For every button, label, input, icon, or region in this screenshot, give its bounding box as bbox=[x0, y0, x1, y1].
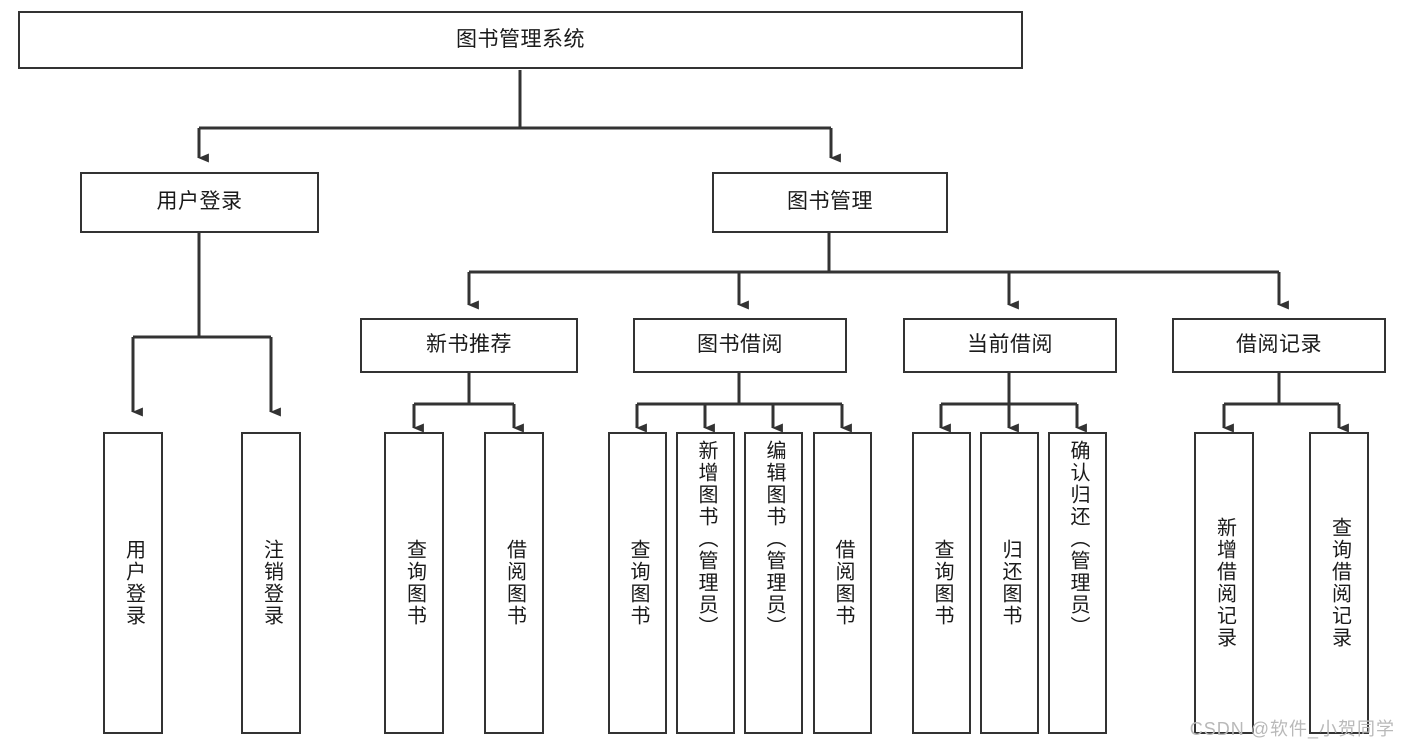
leaf-user-login-logout[interactable]: 注销登录 bbox=[241, 432, 301, 734]
leaf-user-login-login[interactable]: 用户登录 bbox=[103, 432, 163, 734]
node-borrow-record-label: 借阅记录 bbox=[1236, 333, 1322, 357]
leaf-book-borrow-add[interactable]: 新增图书（管理员） bbox=[676, 432, 735, 734]
leaf-borrow-record-add[interactable]: 新增借阅记录 bbox=[1194, 432, 1254, 734]
node-book-management[interactable]: 图书管理 bbox=[712, 172, 948, 233]
leaf-new-book-borrow[interactable]: 借阅图书 bbox=[484, 432, 544, 734]
leaf-label: 用户登录 bbox=[122, 539, 145, 627]
leaf-label: 新增借阅记录 bbox=[1213, 517, 1236, 649]
node-book-borrow-label: 图书借阅 bbox=[697, 333, 783, 357]
watermark-text: CSDN @软件_小贺同学 bbox=[1189, 719, 1395, 739]
node-new-book-recommend-label: 新书推荐 bbox=[426, 333, 512, 357]
leaf-label: 查询图书 bbox=[931, 539, 953, 627]
node-book-management-label: 图书管理 bbox=[787, 190, 873, 214]
node-root[interactable]: 图书管理系统 bbox=[18, 11, 1023, 69]
node-user-login-label: 用户登录 bbox=[156, 190, 243, 214]
node-book-borrow[interactable]: 图书借阅 bbox=[633, 318, 847, 373]
leaf-label: 借阅图书 bbox=[503, 539, 526, 627]
node-borrow-record[interactable]: 借阅记录 bbox=[1172, 318, 1386, 373]
node-new-book-recommend[interactable]: 新书推荐 bbox=[360, 318, 578, 373]
leaf-book-borrow-borrow[interactable]: 借阅图书 bbox=[813, 432, 872, 734]
leaf-current-borrow-return[interactable]: 归还图书 bbox=[980, 432, 1039, 734]
leaf-label: 借阅图书 bbox=[832, 539, 854, 627]
leaf-new-book-query[interactable]: 查询图书 bbox=[384, 432, 444, 734]
leaf-label: 确认归还（管理员） bbox=[1067, 440, 1089, 638]
leaf-book-borrow-edit[interactable]: 编辑图书（管理员） bbox=[744, 432, 803, 734]
leaf-label: 注销登录 bbox=[260, 539, 283, 627]
leaf-borrow-record-query[interactable]: 查询借阅记录 bbox=[1309, 432, 1369, 734]
leaf-current-borrow-confirm[interactable]: 确认归还（管理员） bbox=[1048, 432, 1107, 734]
leaf-current-borrow-query[interactable]: 查询图书 bbox=[912, 432, 971, 734]
leaf-label: 查询图书 bbox=[627, 539, 649, 627]
leaf-label: 编辑图书（管理员） bbox=[763, 440, 785, 638]
node-current-borrow[interactable]: 当前借阅 bbox=[903, 318, 1117, 373]
leaf-label: 查询图书 bbox=[403, 539, 426, 627]
leaf-label: 查询借阅记录 bbox=[1328, 517, 1351, 649]
node-root-label: 图书管理系统 bbox=[456, 27, 585, 51]
node-current-borrow-label: 当前借阅 bbox=[967, 333, 1053, 357]
leaf-book-borrow-query[interactable]: 查询图书 bbox=[608, 432, 667, 734]
leaf-label: 归还图书 bbox=[999, 539, 1021, 627]
node-user-login[interactable]: 用户登录 bbox=[80, 172, 319, 233]
leaf-label: 新增图书（管理员） bbox=[695, 440, 717, 638]
